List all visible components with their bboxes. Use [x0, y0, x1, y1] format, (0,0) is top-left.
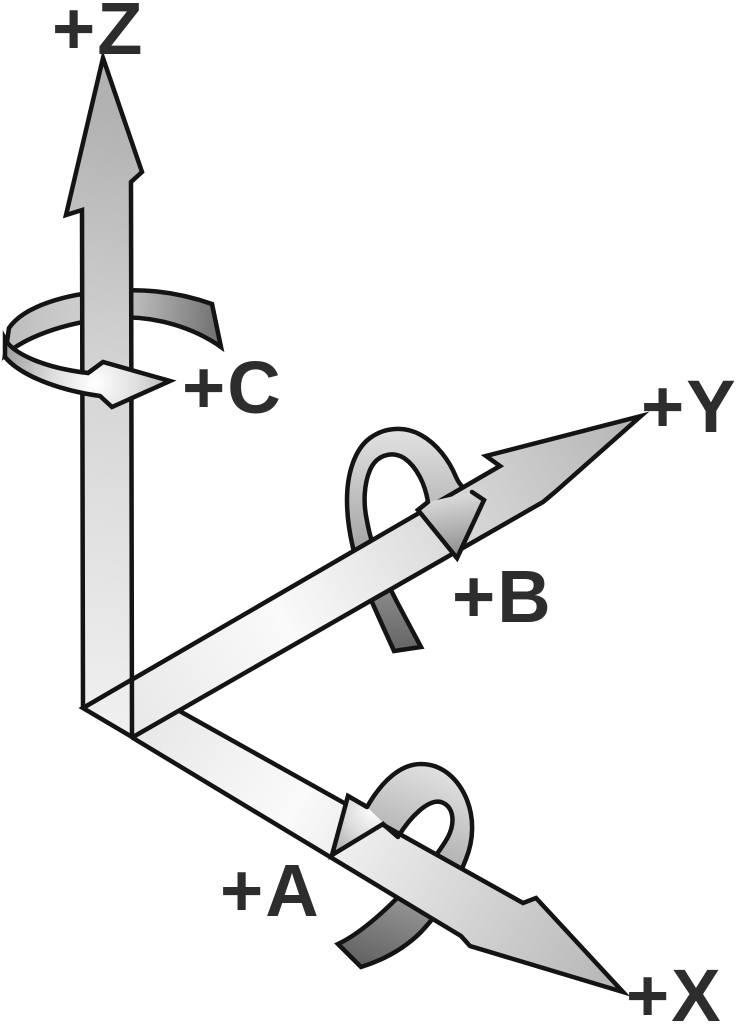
x-axis-label: +X: [626, 954, 723, 1024]
b-rotation-arrowhead-outline: [414, 489, 487, 563]
c-rotation-label: +C: [182, 346, 283, 429]
origin-joint-edge: [80, 677, 134, 711]
a-rotation-label: +A: [220, 849, 321, 932]
a-rotation-arrowhead-outline: [328, 792, 401, 860]
b-rotation-label: +B: [452, 555, 553, 638]
z-axis-label: +Z: [52, 0, 144, 70]
a-rotation-arrowhead: [332, 796, 398, 855]
b-rotation-arrowhead: [418, 492, 484, 558]
c-rotation-arrow-icon: [2, 330, 177, 410]
y-axis-label: +Y: [641, 365, 738, 448]
x-axis-arrow-icon: [130, 681, 631, 997]
y-axis-arrow-icon: [78, 411, 650, 740]
